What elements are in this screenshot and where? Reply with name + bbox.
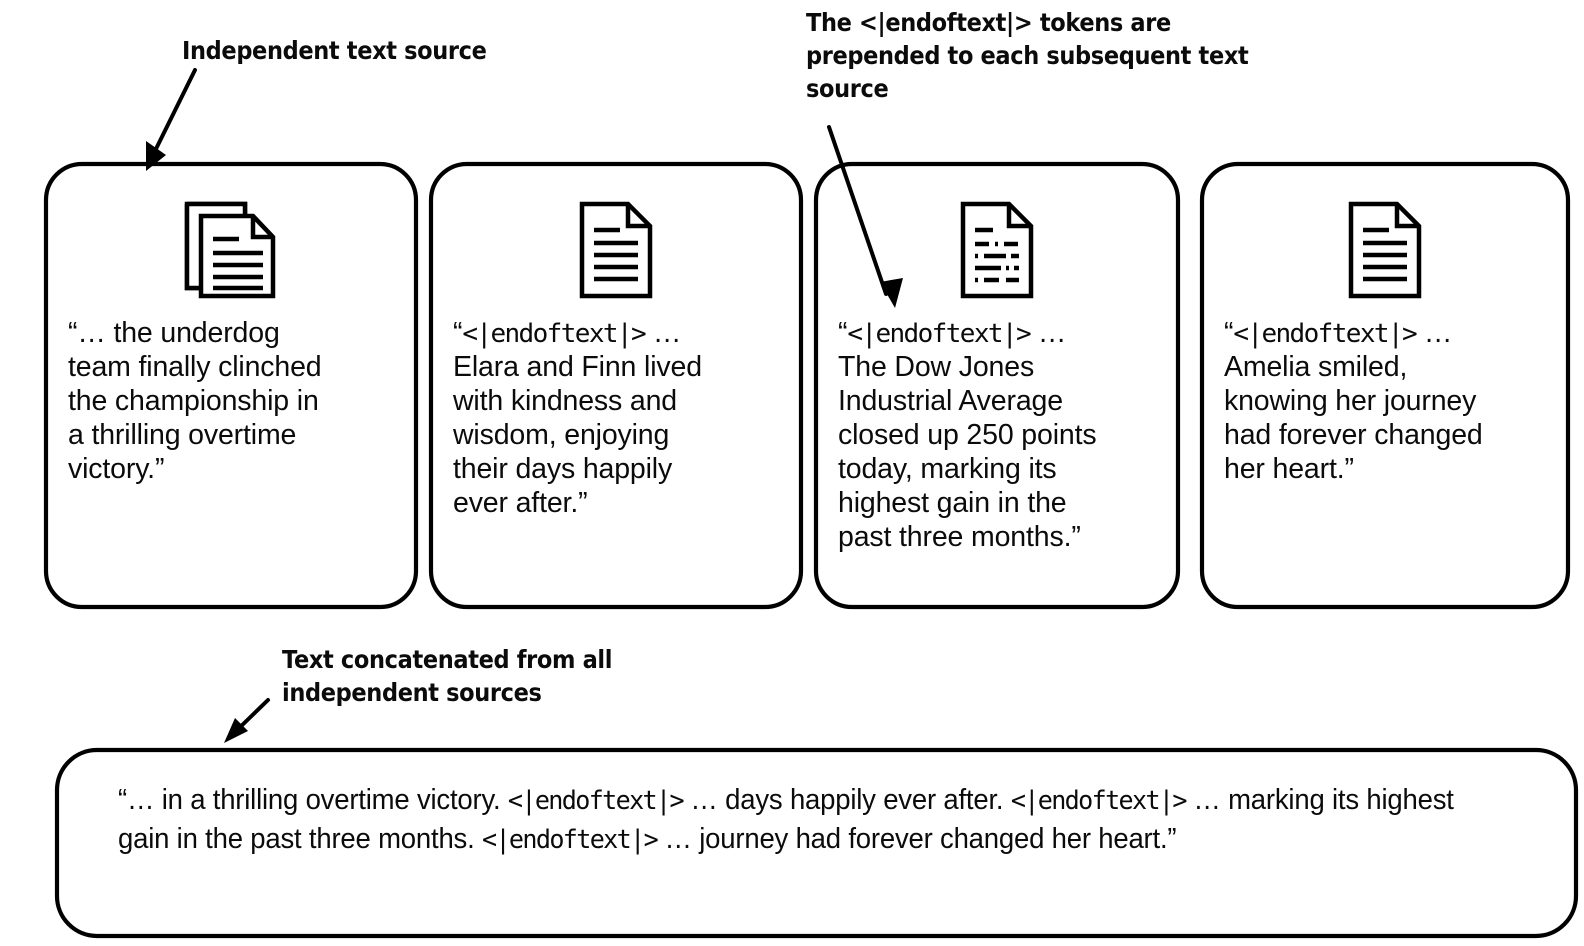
card-2-body-text: “<|endoftext|> … Elara and Finn lived wi… bbox=[453, 316, 787, 520]
callout-independent-text-source: Independent text source bbox=[182, 36, 487, 65]
endoftext-token: <|endoftext|> bbox=[507, 786, 685, 816]
concat-segment-3: … marking its highest gain in the past t… bbox=[118, 784, 1454, 856]
callout-endoftext-tokens: The <|endoftext|> tokens are prepended t… bbox=[806, 8, 1249, 103]
document-report-icon bbox=[959, 200, 1035, 305]
card-3-quote-open: “ bbox=[838, 317, 848, 349]
card-4-body-text: “<|endoftext|> … Amelia smiled, knowing … bbox=[1224, 316, 1554, 486]
text-source-card-1: “… the underdog team finally clinched th… bbox=[46, 164, 416, 607]
endoftext-token: <|endoftext|> bbox=[1010, 786, 1188, 816]
endoftext-token: <|endoftext|> bbox=[462, 319, 646, 349]
card-3-text: … The Dow Jones Industrial Average close… bbox=[838, 317, 1097, 554]
stacked-documents-icon bbox=[183, 200, 279, 305]
concat-segment-2: … days happily ever after. bbox=[682, 784, 1011, 816]
document-lines-icon bbox=[578, 200, 654, 305]
card-1-body-text: “… the underdog team finally clinched th… bbox=[68, 317, 322, 486]
card-2-text: … Elara and Finn lived with kindness and… bbox=[453, 317, 702, 520]
concatenated-output-text: “… in a thrilling overtime victory. <|en… bbox=[118, 781, 1479, 859]
callout-text-concatenated: Text concatenated from all independent s… bbox=[282, 645, 613, 707]
card-3-body-text: “<|endoftext|> … The Dow Jones Industria… bbox=[838, 316, 1164, 554]
arrow-independent-source bbox=[146, 68, 197, 171]
document-lines-icon bbox=[1347, 200, 1423, 305]
card-2-quote-open: “ bbox=[453, 317, 463, 349]
text-source-card-3: “<|endoftext|> … The Dow Jones Industria… bbox=[816, 164, 1178, 607]
text-source-card-4: “<|endoftext|> … Amelia smiled, knowing … bbox=[1202, 164, 1568, 607]
endoftext-token: <|endoftext|> bbox=[847, 319, 1031, 349]
concat-segment-1: “… in a thrilling overtime victory. bbox=[118, 784, 508, 816]
card-4-text: … Amelia smiled, knowing her journey had… bbox=[1224, 317, 1483, 486]
text-source-card-2: “<|endoftext|> … Elara and Finn lived wi… bbox=[431, 164, 801, 607]
endoftext-token: <|endoftext|> bbox=[482, 825, 659, 856]
concat-segment-4: … journey had forever changed her heart.… bbox=[657, 823, 1177, 856]
arrow-concatenated-note bbox=[224, 698, 270, 743]
card-4-quote-open: “ bbox=[1224, 317, 1234, 349]
endoftext-token: <|endoftext|> bbox=[1233, 319, 1417, 349]
